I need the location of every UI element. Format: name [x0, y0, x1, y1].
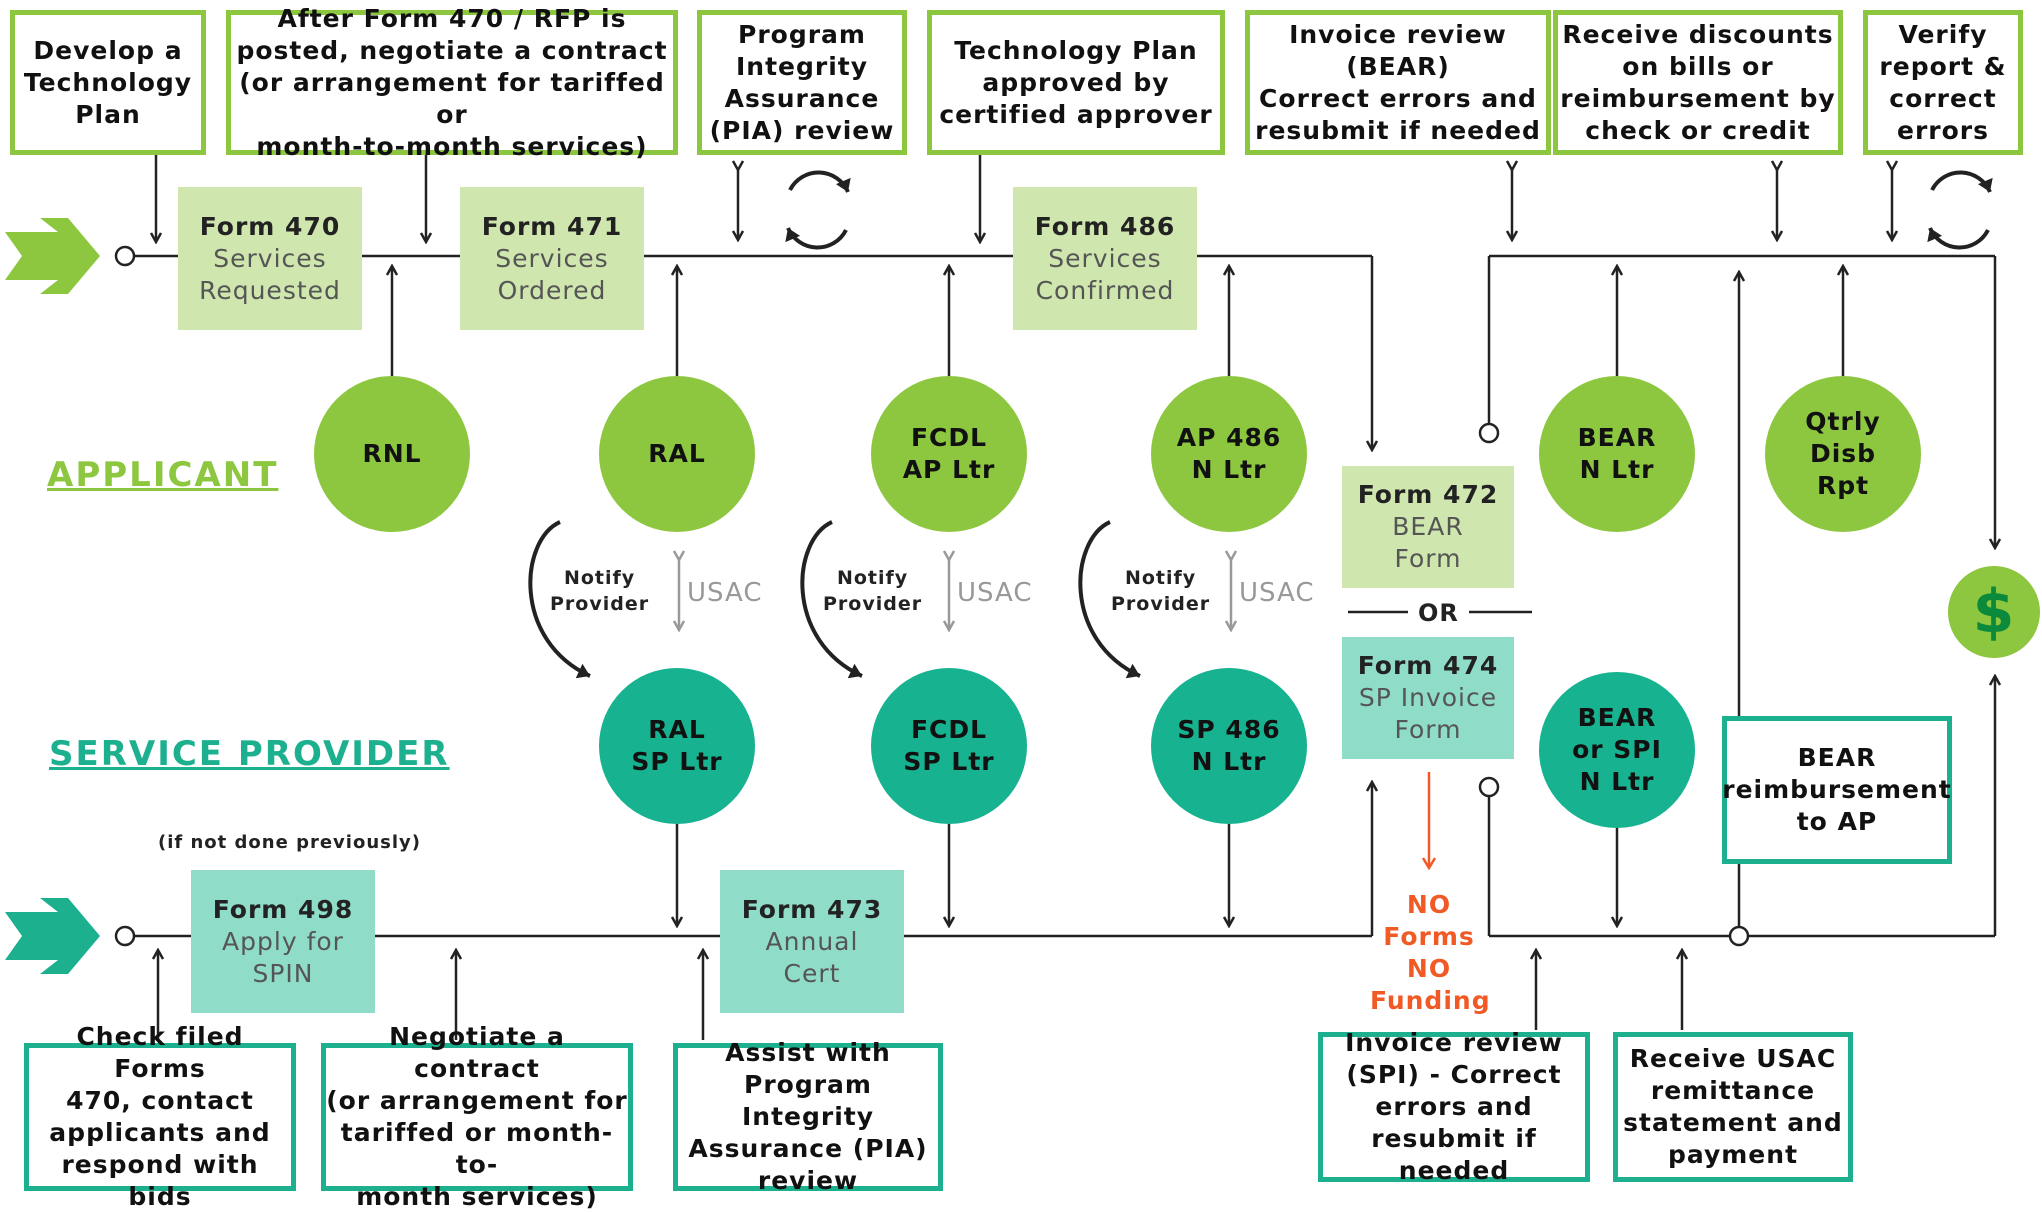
task-technology-plan-approved: Technology Plan approved by certified ap… — [927, 10, 1225, 155]
notify-provider-label: Notify Provider — [1111, 567, 1211, 615]
task-receive-usac-remittance: Receive USAC remittance statement and pa… — [1613, 1032, 1853, 1182]
sp-486-letter: SP 486 N Ltr — [1151, 668, 1307, 824]
or-separator: OR — [1408, 599, 1469, 627]
lane-entry-arrows — [5, 218, 100, 974]
task-invoice-review-bear: Invoice review (BEAR) Correct errors and… — [1245, 10, 1551, 155]
usac-label: USAC — [1239, 578, 1315, 608]
fcdl-sp-letter: FCDL SP Ltr — [871, 668, 1027, 824]
no-forms-no-funding: NO Forms NO Funding — [1370, 890, 1491, 1015]
bear-spi-letter: BEAR or SPI N Ltr — [1539, 672, 1695, 828]
task-develop-technology-plan: Develop a Technology Plan — [10, 10, 206, 155]
task-pia-review: Program Integrity Assurance (PIA) review — [697, 10, 907, 155]
notify-provider-label: Notify Provider — [550, 567, 650, 615]
task-invoice-review-spi: Invoice review (SPI) - Correct errors an… — [1318, 1028, 1590, 1185]
task-check-filed-forms: Check filed Forms 470, contact applicant… — [24, 1022, 296, 1211]
notify-provider-label: Notify Provider — [823, 567, 923, 615]
fcdl-ap-letter: FCDL AP Ltr — [871, 376, 1027, 532]
service-provider-lane-label: SERVICE PROVIDER — [49, 734, 450, 774]
usac-label: USAC — [957, 578, 1033, 608]
task-receive-discounts: Receive discounts on bills or reimbursem… — [1553, 10, 1843, 155]
bear-reimbursement-box: BEAR reimbursement to AP — [1722, 716, 1952, 864]
task-negotiate-contract: After Form 470 / RFP is posted, negotiat… — [226, 4, 678, 161]
task-verify-report: Verify report & correct errors — [1863, 10, 2023, 155]
if-not-done-note: (if not done previously) — [158, 832, 421, 853]
ral-letter: RAL — [599, 376, 755, 532]
dollar-icon: $ — [1948, 566, 2040, 658]
applicant-lane-label: APPLICANT — [47, 455, 279, 495]
ral-sp-letter: RAL SP Ltr — [599, 668, 755, 824]
usac-label: USAC — [687, 578, 763, 608]
quarterly-disbursement-report: Qtrly Disb Rpt — [1765, 376, 1921, 532]
task-negotiate-contract-sp: Negotiate a contract (or arrangement for… — [321, 1022, 633, 1211]
bear-notification-letter: BEAR N Ltr — [1539, 376, 1695, 532]
ap-486-letter: AP 486 N Ltr — [1151, 376, 1307, 532]
task-assist-pia-review: Assist with Program Integrity Assurance … — [673, 1038, 943, 1195]
rnl-letter: RNL — [314, 376, 470, 532]
